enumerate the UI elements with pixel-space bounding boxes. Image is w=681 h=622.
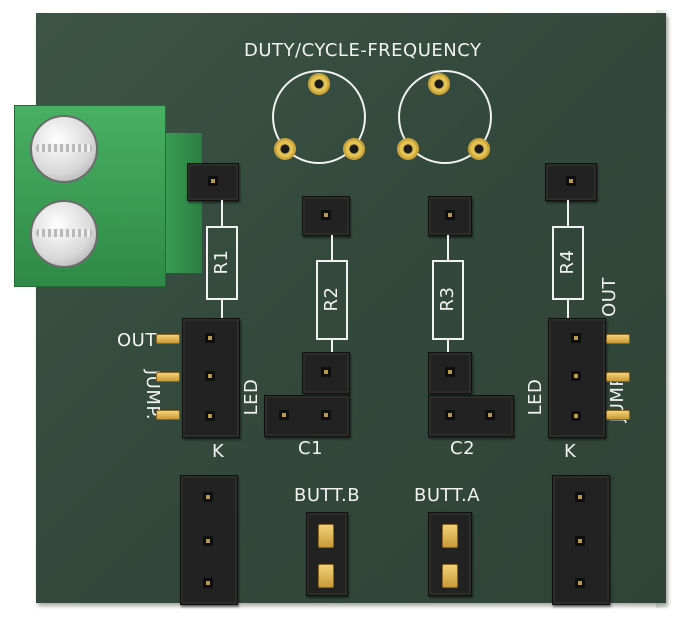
r4-body <box>552 226 584 300</box>
r1-body <box>206 226 238 300</box>
r1-lead-top <box>221 200 223 226</box>
r3-lead-top <box>447 235 449 260</box>
c2-lower-header <box>428 395 514 437</box>
r3-body <box>432 260 464 340</box>
pot-right-pad-wiper <box>428 73 450 95</box>
r4-label: R4 <box>557 249 578 275</box>
c2-upper-header <box>428 352 472 394</box>
right-pin-3 <box>606 410 630 420</box>
r3-lead-bottom <box>447 340 449 354</box>
out-right-label: OUT <box>599 277 620 317</box>
r2-body <box>316 260 348 340</box>
c2-label: C2 <box>450 438 476 459</box>
screw-top-icon <box>30 115 98 183</box>
pot-left-pad-wiper <box>308 73 330 95</box>
left-pin-3 <box>156 410 180 420</box>
r3-top-header <box>428 196 472 236</box>
pot-right-pad-a <box>397 138 419 160</box>
left-pin-2 <box>156 372 180 382</box>
c1-upper-header <box>302 352 350 394</box>
screw-terminal <box>14 105 202 287</box>
left-led-header <box>182 318 240 438</box>
r3-label: R3 <box>437 286 458 312</box>
butt-b-label: BUTT.B <box>294 485 361 506</box>
led-right-label: LED <box>525 378 546 416</box>
right-led-header <box>548 318 606 438</box>
led-left-label: LED <box>241 378 262 416</box>
r2-lead-top <box>331 235 333 260</box>
r4-lead-bottom <box>567 300 569 320</box>
r2-top-header <box>302 196 350 236</box>
butt-a-label: BUTT.A <box>414 485 481 506</box>
right-pin-1 <box>606 334 630 344</box>
r1-top-header <box>187 163 239 201</box>
terminal-side <box>162 133 202 273</box>
bottom-right-header <box>552 475 610 605</box>
pot-right-pad-b <box>468 138 490 160</box>
r4-lead-top <box>567 200 569 226</box>
pot-left-pad-b <box>343 138 365 160</box>
pot-left-pad-a <box>274 138 296 160</box>
butt-b-pin-1 <box>318 524 334 548</box>
pot-title: DUTY/CYCLE-FREQUENCY <box>244 40 482 61</box>
out-left-label: OUT <box>117 330 157 351</box>
screw-bottom-icon <box>30 200 98 268</box>
r2-lead-bottom <box>331 340 333 354</box>
r1-label: R1 <box>211 249 232 275</box>
butt-b-pin-2 <box>318 564 334 588</box>
butt-a-pin-1 <box>442 524 458 548</box>
r4-top-header <box>545 163 597 201</box>
c1-label: C1 <box>298 438 324 459</box>
butt-a-pin-2 <box>442 564 458 588</box>
right-pin-2 <box>606 372 630 382</box>
r2-label: R2 <box>321 286 342 312</box>
bottom-left-header <box>180 475 238 605</box>
r1-lead-bottom <box>221 300 223 320</box>
c1-lower-header <box>264 395 350 437</box>
k-left-label: K <box>212 441 225 462</box>
k-right-label: K <box>564 441 577 462</box>
left-pin-1 <box>156 334 180 344</box>
pot-right-outline <box>398 70 492 164</box>
pot-left-outline <box>272 70 366 164</box>
